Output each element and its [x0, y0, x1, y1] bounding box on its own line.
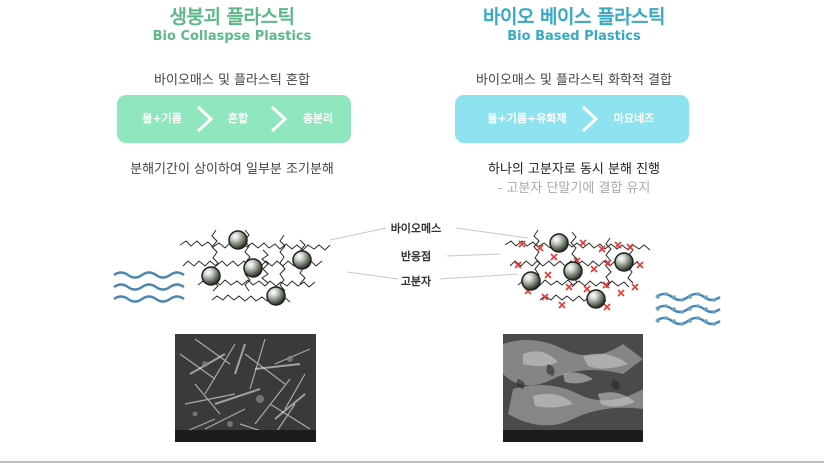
right-biomass-particles: [521, 233, 634, 309]
molecular-diagram: [113, 227, 721, 326]
right-title: 바이오 베이스 플라스틱: [482, 6, 666, 28]
left-biomass-particles: [201, 230, 312, 306]
left-process-pill: 물+기름 혼합 층분리: [117, 95, 351, 143]
right-subtitle: Bio Based Plastics: [507, 29, 641, 44]
right-chain-dots: [656, 292, 716, 326]
label-biomass: 바이오메스: [390, 222, 442, 235]
reaction-point-markers: [514, 239, 644, 311]
left-heading: 바이오매스 및 플라스틱 혼합: [154, 73, 310, 88]
left-subtitle: Bio Collaspse Plastics: [152, 29, 312, 44]
left-step-2: 혼합: [227, 112, 249, 125]
left-result: 분해기간이 상이하여 일부분 조기분해: [130, 162, 334, 177]
chevron-right-icon: [196, 105, 214, 133]
right-process-pill: 물+기름+유화제 마요네즈: [455, 95, 689, 143]
leader-lines: [329, 227, 529, 280]
right-result-note: - 고분자 단말기에 결합 유지: [497, 181, 651, 196]
left-step-1: 물+기름: [142, 112, 182, 125]
label-reaction-point: 반응점: [400, 250, 432, 263]
right-step-2: 마요네즈: [613, 112, 655, 125]
bottom-divider: [0, 461, 824, 463]
left-free-chains: [113, 271, 185, 303]
chevron-right-icon: [270, 105, 288, 133]
chevron-right-icon: [581, 105, 599, 133]
left-step-3: 층분리: [302, 112, 334, 125]
right-heading: 바이오매스 및 플라스틱 화학적 결합: [476, 73, 672, 88]
right-step-1: 물+기름+유화제: [487, 112, 567, 125]
right-sem-micrograph: [503, 334, 643, 442]
right-result: 하나의 고분자로 동시 분해 진행: [487, 162, 660, 177]
left-title: 생붕괴 플라스틱: [169, 6, 295, 28]
left-sem-micrograph: [175, 334, 316, 442]
label-polymer: 고분자: [400, 275, 432, 288]
